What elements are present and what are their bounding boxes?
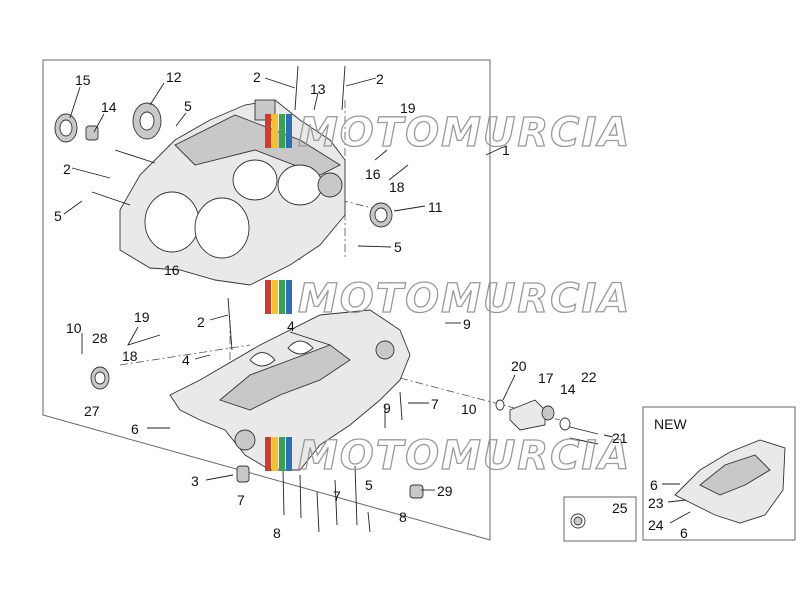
- callout-23: 23: [648, 495, 664, 511]
- callout-13: 13: [310, 81, 326, 97]
- callout-24: 24: [648, 517, 664, 533]
- leader-lines: [63, 77, 614, 491]
- callout-5: 5: [394, 239, 402, 255]
- lower-crankcase: [169, 309, 411, 471]
- callout-2: 2: [63, 161, 71, 177]
- watermark-stripe-green: [279, 114, 285, 148]
- callout-29: 29: [437, 483, 453, 499]
- callout-19: 19: [134, 309, 150, 325]
- small-parts: [54, 65, 599, 533]
- callout-18: 18: [122, 348, 138, 364]
- callout-14: 14: [560, 381, 576, 397]
- callout-20: 20: [511, 358, 527, 374]
- part-25-box: [563, 496, 637, 542]
- watermark-stripe-yellow: [272, 114, 278, 148]
- callout-7: 7: [237, 492, 245, 508]
- watermark-stripe-red: [265, 280, 271, 314]
- callout-21: 21: [612, 430, 628, 446]
- watermark-middle: MOTOMURCIA: [265, 275, 631, 323]
- callouts: 15 12 14 5 2 13 2 19 1 2 16 18 5 11 5 16…: [54, 69, 688, 541]
- watermark-top: MOTOMURCIA: [265, 109, 631, 157]
- callout-15: 15: [75, 72, 91, 88]
- callout-8: 8: [273, 525, 281, 541]
- callout-14: 14: [101, 99, 117, 115]
- watermark-stripe-blue: [286, 280, 292, 314]
- watermark-bottom: MOTOMURCIA: [265, 432, 631, 480]
- callout-7: 7: [431, 396, 439, 412]
- callout-5: 5: [365, 477, 373, 493]
- callout-7: 7: [333, 488, 341, 504]
- callout-8: 8: [399, 509, 407, 525]
- callout-3: 3: [191, 473, 199, 489]
- callout-19: 19: [400, 100, 416, 116]
- callout-2: 2: [253, 69, 261, 85]
- callout-6: 6: [131, 421, 139, 437]
- watermark-text: MOTOMURCIA: [298, 276, 631, 322]
- watermark-stripe-red: [265, 114, 271, 148]
- watermark-stripe-yellow: [272, 280, 278, 314]
- callout-2: 2: [376, 71, 384, 87]
- watermark-stripe-yellow: [272, 437, 278, 471]
- callout-4: 4: [287, 318, 295, 334]
- callout-17: 17: [538, 370, 554, 386]
- callout-18: 18: [389, 179, 405, 195]
- inset-title: NEW: [654, 416, 687, 432]
- callout-9: 9: [383, 400, 391, 416]
- callout-27: 27: [84, 403, 100, 419]
- watermark-stripe-blue: [286, 114, 292, 148]
- watermark-stripe-green: [279, 437, 285, 471]
- callout-6: 6: [650, 477, 658, 493]
- watermark-stripe-green: [279, 280, 285, 314]
- callout-22: 22: [581, 369, 597, 385]
- watermark-text: MOTOMURCIA: [298, 433, 631, 479]
- callout-25: 25: [612, 500, 628, 516]
- watermark-stripe-red: [265, 437, 271, 471]
- callout-16: 16: [365, 166, 381, 182]
- watermark-text: MOTOMURCIA: [298, 110, 631, 156]
- callout-12: 12: [166, 69, 182, 85]
- callout-16: 16: [164, 262, 180, 278]
- callout-11: 11: [428, 199, 443, 215]
- watermark-stripe-blue: [286, 437, 292, 471]
- callout-5: 5: [184, 98, 192, 114]
- callout-1: 1: [502, 142, 510, 158]
- callout-10: 10: [66, 320, 82, 336]
- callout-2: 2: [197, 314, 205, 330]
- callout-4: 4: [182, 352, 190, 368]
- callout-10: 10: [461, 401, 477, 417]
- callout-5: 5: [54, 208, 62, 224]
- callout-28: 28: [92, 330, 108, 346]
- main-frame: [42, 59, 491, 541]
- new-inset: NEW: [642, 406, 796, 541]
- callout-9: 9: [463, 316, 471, 332]
- callout-6: 6: [680, 525, 688, 541]
